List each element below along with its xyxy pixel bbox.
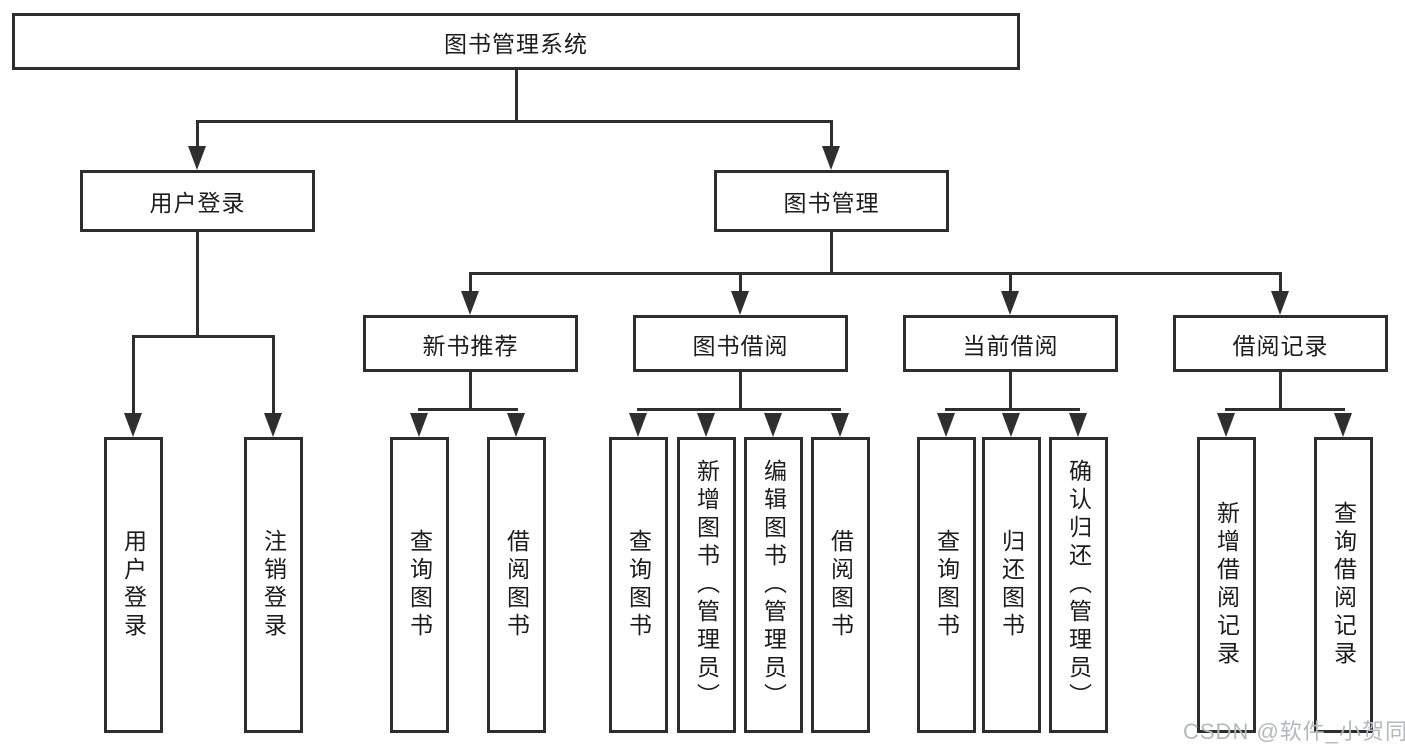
connector-line	[132, 335, 274, 338]
connector-line	[830, 232, 833, 275]
connector-line	[739, 272, 742, 292]
leaf-borrow-books-recommend: 借阅图书	[487, 437, 546, 733]
arrowhead-down-icon	[410, 413, 428, 437]
arrowhead-down-icon	[461, 291, 479, 315]
leaf-logout: 注销登录	[244, 437, 303, 733]
arrowhead-down-icon	[1001, 291, 1019, 315]
leaf-return-books: 归还图书	[982, 437, 1041, 733]
node-book-management: 图书管理	[714, 170, 949, 232]
connector-line	[637, 408, 841, 411]
node-root-library-management-system: 图书管理系统	[12, 13, 1020, 70]
connector-line	[196, 120, 199, 147]
leaf-borrow-books-borrowing: 借阅图书	[811, 437, 870, 733]
arrowhead-down-icon	[264, 413, 282, 437]
arrowhead-down-icon	[1002, 413, 1020, 437]
arrowhead-down-icon	[1271, 291, 1289, 315]
arrowhead-down-icon	[731, 291, 749, 315]
connector-line	[830, 120, 833, 147]
node-new-book-recommendation: 新书推荐	[363, 315, 578, 372]
node-user-login: 用户登录	[80, 170, 315, 232]
leaf-confirm-return-admin: 确认归还（管理员）	[1049, 437, 1108, 733]
connector-line	[469, 272, 472, 292]
arrowhead-down-icon	[831, 413, 849, 437]
leaf-add-books-admin: 新增图书（管理员）	[677, 437, 736, 733]
connector-line	[1279, 372, 1282, 411]
arrowhead-down-icon	[124, 413, 142, 437]
arrowhead-down-icon	[1217, 413, 1235, 437]
csdn-watermark: CSDN @软件_小贺同学	[1183, 719, 1405, 744]
connector-line	[515, 70, 518, 123]
arrowhead-down-icon	[764, 413, 782, 437]
leaf-query-borrow-record: 查询借阅记录	[1314, 437, 1373, 733]
arrowhead-down-icon	[629, 413, 647, 437]
arrowhead-down-icon	[1069, 413, 1087, 437]
connector-line	[418, 408, 518, 411]
arrowhead-down-icon	[507, 413, 525, 437]
node-book-borrowing: 图书借阅	[633, 315, 848, 372]
node-current-borrowing: 当前借阅	[903, 315, 1118, 372]
arrowhead-down-icon	[937, 413, 955, 437]
connector-line	[196, 232, 199, 338]
leaf-query-books-recommend: 查询图书	[390, 437, 449, 733]
leaf-user-login: 用户登录	[104, 437, 163, 733]
connector-line	[1009, 272, 1012, 292]
arrowhead-down-icon	[822, 146, 840, 170]
connector-line	[469, 372, 472, 411]
connector-line	[1225, 408, 1345, 411]
connector-line	[469, 272, 1282, 275]
connector-line	[272, 335, 275, 414]
connector-line	[945, 408, 1080, 411]
connector-line	[739, 372, 742, 411]
leaf-edit-books-admin: 编辑图书（管理员）	[744, 437, 803, 733]
connector-line	[132, 335, 135, 414]
arrowhead-down-icon	[188, 146, 206, 170]
leaf-query-books-borrowing: 查询图书	[609, 437, 668, 733]
connector-line	[196, 120, 833, 123]
connector-line	[1279, 272, 1282, 292]
leaf-query-books-current: 查询图书	[917, 437, 976, 733]
arrowhead-down-icon	[697, 413, 715, 437]
leaf-add-borrow-record: 新增借阅记录	[1197, 437, 1256, 733]
node-borrowing-records: 借阅记录	[1173, 315, 1388, 372]
arrowhead-down-icon	[1334, 413, 1352, 437]
connector-line	[1009, 372, 1012, 411]
